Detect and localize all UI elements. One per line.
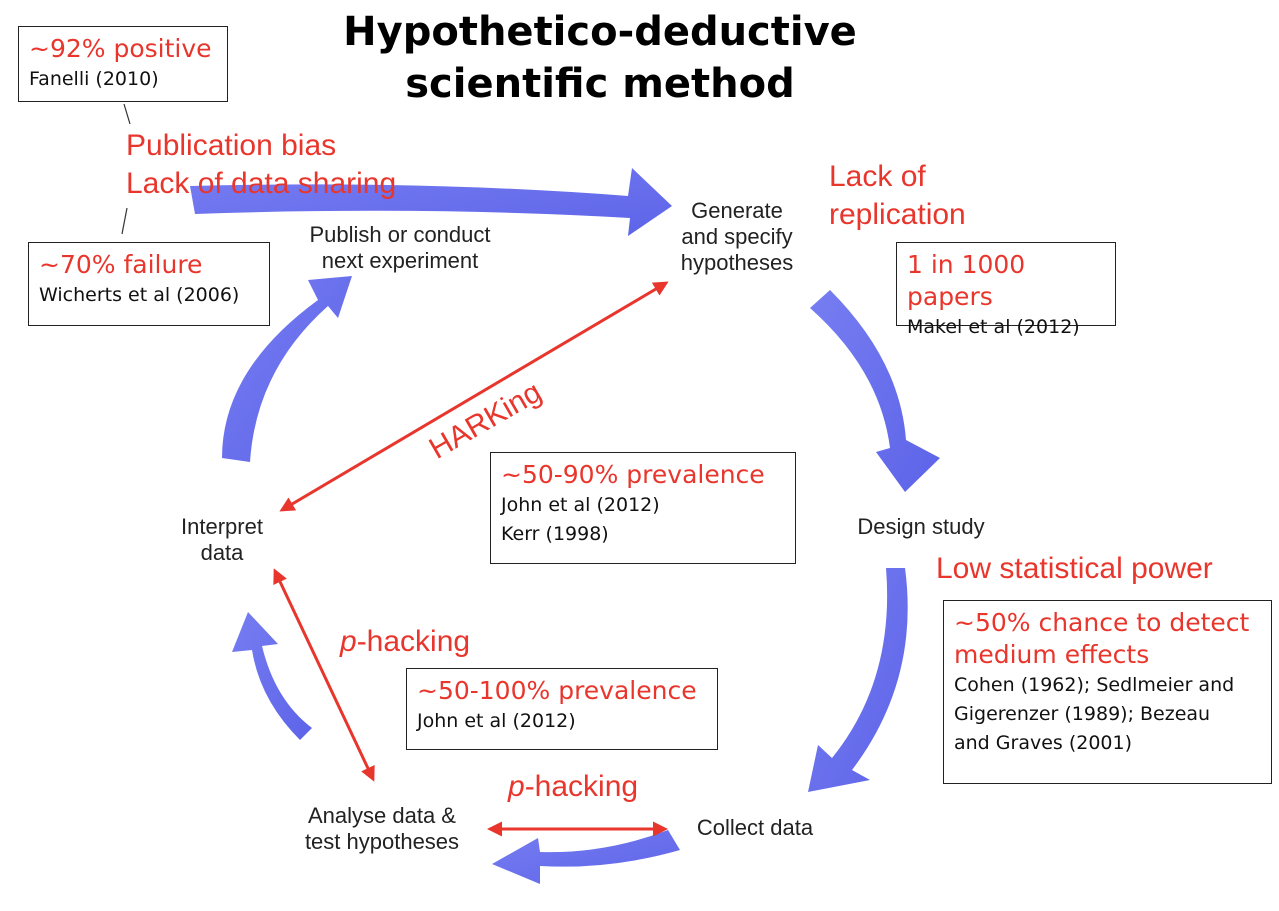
box-power: ~50% chance to detect medium effects Coh… [943, 600, 1272, 784]
issue-p-hacking-1: p-hacking [340, 623, 470, 661]
issue-lack-of: Lack of [829, 160, 926, 193]
box-failure-headline: ~70% failure [39, 250, 203, 279]
step-analyse-line-2: test hypotheses [304, 829, 460, 854]
step-interpret: Interpret data [162, 514, 282, 566]
step-generate-line-1: Generate [691, 198, 783, 223]
box-failure: ~70% failure Wicherts et al (2006) [28, 242, 270, 326]
box-power-headline-2: medium effects [954, 640, 1150, 669]
box-phacking-cite: John et al (2012) [417, 710, 576, 732]
box-harking-headline: ~50-90% prevalence [501, 460, 765, 489]
cycle-arrow-interpret-to-publish [222, 276, 352, 462]
issue-p-hacking-1-rest: -hacking [356, 625, 471, 658]
box-phacking: ~50-100% prevalence John et al (2012) [406, 668, 718, 750]
box-harking: ~50-90% prevalence John et al (2012) Ker… [490, 452, 796, 564]
cycle-arrow-generate-to-design [810, 290, 940, 492]
box-replication-headline: 1 in 1000 papers [907, 250, 1026, 311]
p-hacking-vertical-arrow [273, 568, 375, 782]
issue-low-statistical-power: Low statistical power [936, 552, 1213, 585]
step-interpret-line-1: Interpret [181, 514, 263, 539]
issue-replication: replication [829, 198, 966, 231]
step-interpret-line-2: data [200, 540, 244, 565]
issue-lack-of-data-sharing: Lack of data sharing [126, 167, 397, 200]
harking-arrow [279, 281, 669, 512]
box-replication: 1 in 1000 papers Makel et al (2012) [896, 242, 1116, 338]
connector-positive [123, 103, 131, 125]
step-collect: Collect data [696, 815, 814, 840]
box-positive-headline: ~92% positive [29, 34, 212, 63]
issue-p-hacking-2-rest: -hacking [524, 770, 639, 803]
box-phacking-headline: ~50-100% prevalence [417, 676, 697, 705]
box-positive: ~92% positive Fanelli (2010) [18, 26, 228, 102]
step-analyse-line-1: Analyse data & [308, 803, 456, 828]
cycle-arrow-publish-to-generate [190, 168, 672, 236]
box-power-cite-1: Cohen (1962); Sedlmeier and [954, 674, 1235, 696]
connector-failure [121, 207, 128, 235]
box-power-cite-3: and Graves (2001) [954, 732, 1133, 754]
issue-p-hacking-2-p: p [508, 770, 525, 803]
step-publish-line-2: next experiment [321, 248, 479, 273]
title-line-2: scientific method [405, 61, 795, 107]
cycle-arrow-collect-to-analyse [492, 830, 680, 884]
issue-publication-bias: Publication bias [126, 129, 337, 162]
issue-p-hacking-2: p-hacking [508, 768, 638, 806]
step-generate-line-3: hypotheses [680, 250, 794, 275]
box-power-headline-1: ~50% chance to detect [954, 608, 1250, 637]
box-harking-cite-2: Kerr (1998) [501, 523, 609, 545]
box-failure-cite: Wicherts et al (2006) [39, 284, 240, 306]
box-harking-cite-1: John et al (2012) [501, 494, 660, 516]
step-analyse: Analyse data & test hypotheses [282, 803, 482, 855]
box-power-cite-2: Gigerenzer (1989); Bezeau [954, 703, 1211, 725]
step-publish-line-1: Publish or conduct [309, 222, 491, 247]
diagram-title: Hypothetico-deductive scientific method [0, 6, 1200, 110]
step-generate: Generate and specify hypotheses [672, 198, 802, 276]
title-line-1: Hypothetico-deductive [343, 9, 857, 55]
box-positive-cite: Fanelli (2010) [29, 68, 159, 90]
step-publish: Publish or conduct next experiment [284, 222, 516, 274]
issue-p-hacking-1-p: p [340, 625, 357, 658]
cycle-arrow-analyse-to-interpret [232, 612, 312, 740]
box-replication-cite: Makel et al (2012) [907, 316, 1080, 338]
cycle-arrow-design-to-collect [808, 568, 908, 792]
step-design: Design study [857, 514, 985, 539]
step-generate-line-2: and specify [681, 224, 793, 249]
